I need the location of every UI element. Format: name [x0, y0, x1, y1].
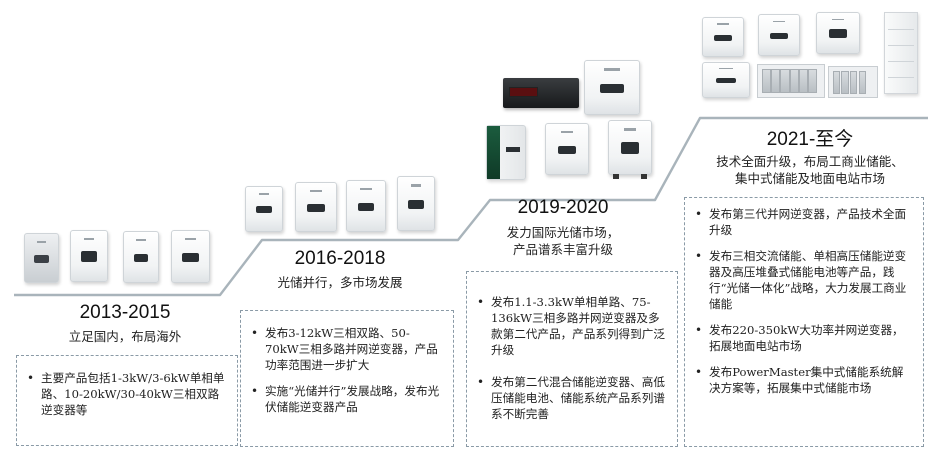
stage-4-item: 发布第三代并网逆变器，产品技术全面升级 [695, 206, 913, 238]
stage-2-period: 2016-2018 [294, 248, 386, 269]
battery-tower-1-image [486, 125, 526, 180]
stage-4-subtitle-line-2: 集中式储能及地面电站市场 [734, 171, 885, 186]
stage-2-item: 实施“光储并行”发展战略，发布光伏储能逆变器产品 [251, 383, 443, 415]
inverter-6-image [295, 182, 337, 232]
stage-1-subtitle: 立足国内，布局海外 [68, 329, 182, 344]
inverter-14-image [816, 12, 860, 54]
battery-module-image [503, 78, 579, 108]
inverter-8-image [397, 176, 435, 231]
stage-3-item: 发布第二代混合储能逆变器、高低压储能电池、储能系统产品系列谱系不断完善 [477, 374, 667, 422]
inverter-7-image [346, 180, 386, 232]
stage-3-box: 发布1.1-3.3kW单相单路、75-136kW三相多路并网逆变器及多款第二代产… [466, 271, 678, 447]
inverter-15-image [702, 62, 750, 98]
stage-3-item: 发布1.1-3.3kW单相单路、75-136kW三相多路并网逆变器及多款第二代产… [477, 294, 667, 358]
inverter-2-image [70, 230, 108, 282]
stage-1-period: 2013-2015 [79, 302, 171, 323]
inverter-13-image [758, 14, 800, 56]
inverter-9-image [584, 60, 640, 115]
stage-2-subtitle: 光储并行，多市场发展 [277, 275, 403, 290]
control-cabinet-image [828, 66, 878, 98]
inverter-12-image [702, 17, 744, 57]
stage-3-period: 2019-2020 [517, 197, 609, 218]
stage-2-box: 发布3-12kW三相双路、50-70kW三相多路并网逆变器，产品功率范围进一步扩… [240, 310, 454, 447]
stage-1-item: 主要产品包括1-3kW/3-6kW单相单路、10-20kW/30-40kW三相双… [27, 370, 227, 418]
stage-4-item: 发布三相交流储能、单相高压储能逆变器及高压堆叠式储能电池等产品，践行“光储一体化… [695, 248, 913, 312]
inverter-4-image [171, 230, 210, 283]
stage-4-item: 发布PowerMaster集中式储能系统解决方案等，拓展集中式储能市场 [695, 364, 913, 396]
stage-2-item: 发布3-12kW三相双路、50-70kW三相多路并网逆变器，产品功率范围进一步扩… [251, 325, 443, 373]
stage-1-box: 主要产品包括1-3kW/3-6kW单相单路、10-20kW/30-40kW三相双… [16, 355, 238, 446]
inverter-11-image [608, 120, 652, 179]
stage-4-box: 发布第三代并网逆变器，产品技术全面升级 发布三相交流储能、单相高压储能逆变器及高… [684, 197, 924, 447]
stage-3-subtitle-line-2: 产品谱系丰富升级 [512, 242, 613, 257]
storage-cabinet-image [757, 64, 825, 98]
inverter-3-image [123, 231, 159, 283]
inverter-1-image [24, 233, 59, 283]
stage-4-period: 2021-至今 [766, 129, 854, 150]
stage-4-subtitle-line-1: 技术全面升级，布局工商业储能、 [716, 154, 904, 169]
battery-rack-image [884, 12, 918, 94]
stage-3-subtitle-line-1: 发力国际光储市场， [506, 225, 620, 240]
inverter-5-image [245, 186, 283, 232]
inverter-10-image [545, 123, 589, 175]
stage-4-item: 发布220-350kW大功率并网逆变器，拓展地面电站市场 [695, 322, 913, 354]
